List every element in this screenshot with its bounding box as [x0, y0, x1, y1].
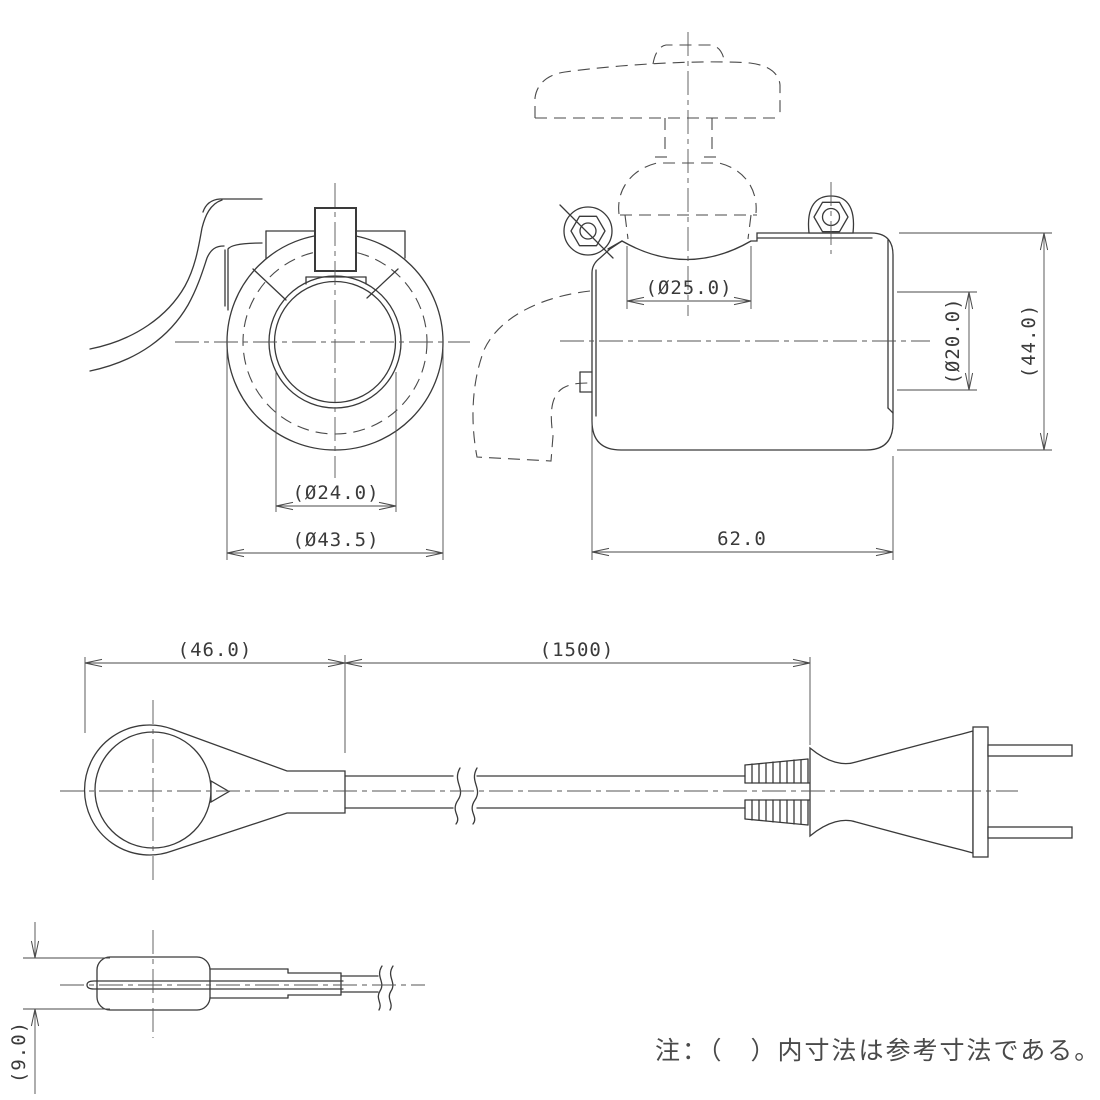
dim-label: (Ø43.5): [292, 529, 379, 551]
reference-note: 注：（ ）内寸法は参考寸法である。: [655, 1036, 1100, 1065]
dim-outlet-dia: (Ø20.0): [897, 291, 977, 391]
break-line: [471, 767, 479, 825]
dim-cord-length: (1500): [344, 639, 811, 745]
dim-body-height: (44.0): [897, 232, 1052, 451]
left-screw-ear: [559, 204, 623, 259]
dim-faucet-dia: (Ø25.0): [626, 246, 752, 309]
screw-hole: [579, 222, 597, 240]
top-view: (9.0): [8, 922, 425, 1094]
cord-view: (46.0) (1500): [60, 639, 1073, 882]
clamp-tab: [314, 207, 357, 272]
dim-label: (44.0): [1018, 304, 1040, 379]
cable-outline: [89, 199, 223, 350]
dim-head-length: (46.0): [84, 639, 346, 753]
dim-head-thickness: (9.0): [8, 922, 110, 1094]
dim-label: (46.0): [178, 639, 253, 661]
faucet-outline: [472, 44, 781, 462]
hex-nut: [813, 201, 849, 233]
right-screw-ear: [807, 182, 855, 254]
dim-front-outer-dia: (Ø43.5): [226, 348, 444, 560]
dim-label: (1500): [540, 639, 615, 661]
front-view: (Ø24.0) (Ø43.5): [89, 183, 470, 560]
body-outline: [591, 232, 894, 451]
side-view: (Ø25.0) (Ø20.0) (44.0) 62.0: [472, 32, 1052, 560]
break-line: [377, 965, 383, 1011]
cord-core: [86, 980, 344, 990]
plug-body: [809, 730, 974, 854]
plug-prong: [987, 826, 1073, 839]
plug-face: [972, 726, 989, 858]
break-line: [388, 965, 394, 1011]
cable-outline: [89, 245, 225, 372]
direction-pointer: [210, 779, 231, 804]
dim-front-inner-dia: (Ø24.0): [275, 372, 397, 512]
dim-body-width: 62.0: [591, 420, 894, 560]
screw-slash: [559, 204, 614, 259]
break-line: [454, 767, 462, 825]
dim-label: (9.0): [8, 1021, 30, 1083]
dim-label: (Ø25.0): [645, 277, 732, 299]
dim-label: 62.0: [717, 528, 767, 550]
hex-nut: [570, 215, 606, 247]
head-top-outline: [96, 956, 211, 1011]
plug-prong: [987, 744, 1073, 757]
dim-label: (Ø20.0): [942, 297, 964, 384]
dim-label: (Ø24.0): [292, 482, 379, 504]
strain-relief: [744, 758, 811, 826]
